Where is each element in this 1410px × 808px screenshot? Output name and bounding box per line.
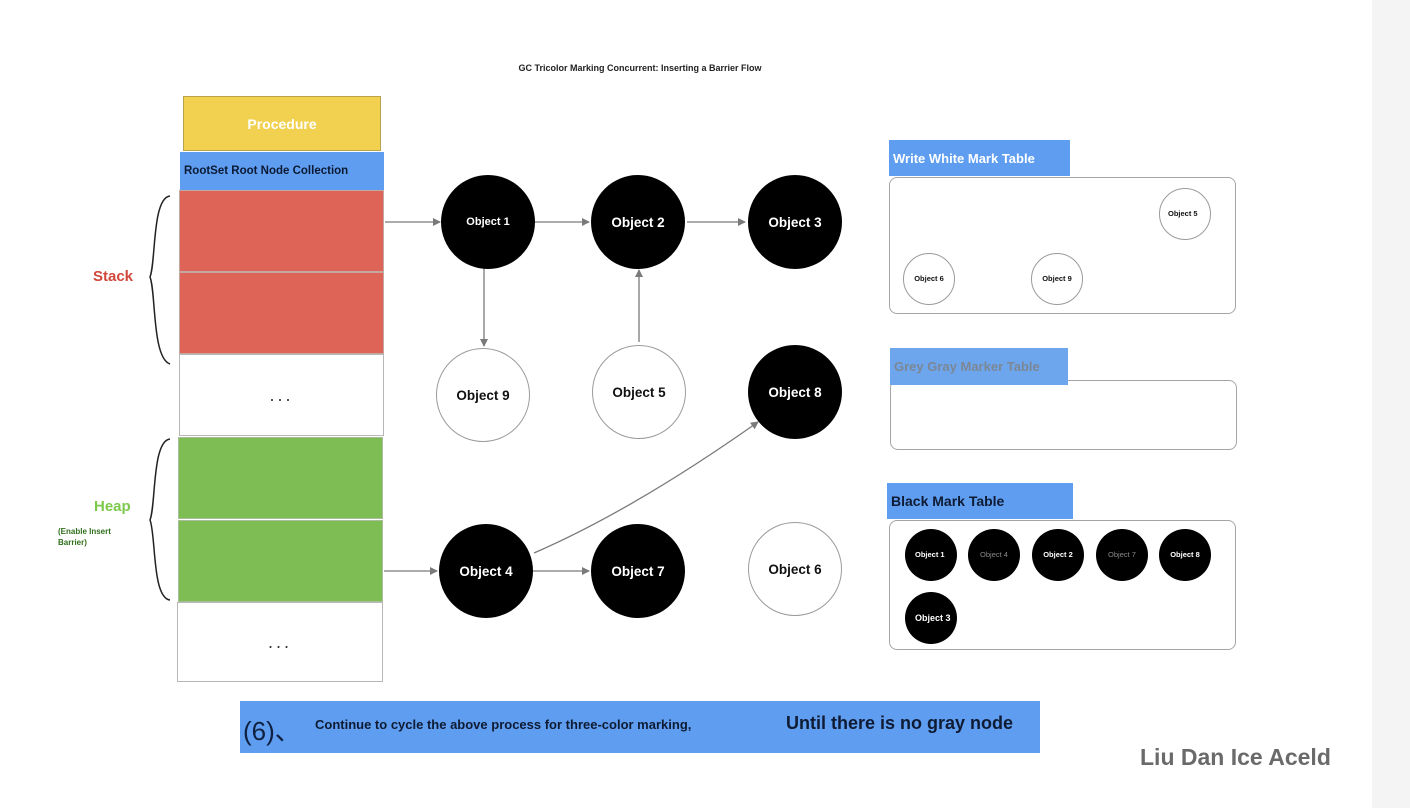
heap-block-2 (178, 520, 383, 602)
black-table-object-1: Object 1 (905, 529, 957, 581)
black-table-object-7: Object 7 (1096, 529, 1148, 581)
rootset-header: RootSet Root Node Collection (180, 152, 384, 190)
white-mark-table-title: Write White Mark Table (889, 140, 1070, 176)
edge-object4-to-object8 (533, 421, 759, 554)
black-table-object-8: Object 8 (1159, 529, 1211, 581)
object-7-node: Object 7 (591, 524, 685, 618)
object-9-label: Object 9 (456, 387, 510, 403)
object-6-label: Object 6 (768, 561, 822, 577)
black-mark-table-title: Black Mark Table (887, 483, 1073, 519)
white-table-object-6: Object 6 (903, 253, 955, 305)
footer-step-number: (6)、 (243, 716, 301, 746)
object-6-node: Object 6 (748, 522, 842, 616)
author-watermark: Liu Dan Ice Aceld (1140, 744, 1331, 770)
stack-label: Stack (93, 268, 134, 285)
black-table-object-3: Object 3 (905, 592, 957, 644)
heap-ellipsis-cell: ... (177, 602, 383, 682)
object-5-label: Object 5 (612, 384, 666, 400)
page-margin-strip (1372, 0, 1410, 808)
object-4-label: Object 4 (459, 563, 513, 579)
object-3-node: Object 3 (748, 175, 842, 269)
stack-ellipsis-cell: ... (179, 354, 384, 436)
stack-frame-1 (179, 190, 384, 272)
white-table-object-5: Object 5 (1159, 188, 1211, 240)
footer-caption-emphasis: Until there is no gray node (786, 713, 1014, 733)
white-table-object-9: Object 9 (1031, 253, 1083, 305)
footer-caption-bar (240, 701, 1040, 753)
object-1-node: Object 1 (441, 175, 535, 269)
object-5-node: Object 5 (592, 345, 686, 439)
procedure-header: Procedure (183, 96, 381, 151)
stack-frame-2 (179, 272, 384, 354)
grey-mark-table-frame (890, 380, 1237, 450)
object-4-node: Object 4 (439, 524, 533, 618)
black-table-object-2: Object 2 (1032, 529, 1084, 581)
object-2-label: Object 2 (611, 214, 665, 230)
object-1-label: Object 1 (466, 216, 510, 228)
heap-label: Heap (94, 498, 131, 515)
object-8-node: Object 8 (748, 345, 842, 439)
object-9-node: Object 9 (436, 348, 530, 442)
stack-brace (149, 195, 171, 365)
object-2-node: Object 2 (591, 175, 685, 269)
heap-note: (Enable Insert Barrier) (58, 527, 111, 547)
grey-mark-table-title: Grey Gray Marker Table (890, 348, 1068, 385)
diagram-title: GC Tricolor Marking Concurrent: Insertin… (518, 63, 762, 73)
object-7-label: Object 7 (611, 563, 665, 579)
heap-block-1 (178, 437, 383, 519)
footer-caption-text: Continue to cycle the above process for … (315, 717, 692, 732)
object-3-label: Object 3 (768, 214, 822, 230)
heap-brace (149, 438, 171, 601)
object-8-label: Object 8 (768, 384, 822, 400)
black-table-object-4: Object 4 (968, 529, 1020, 581)
